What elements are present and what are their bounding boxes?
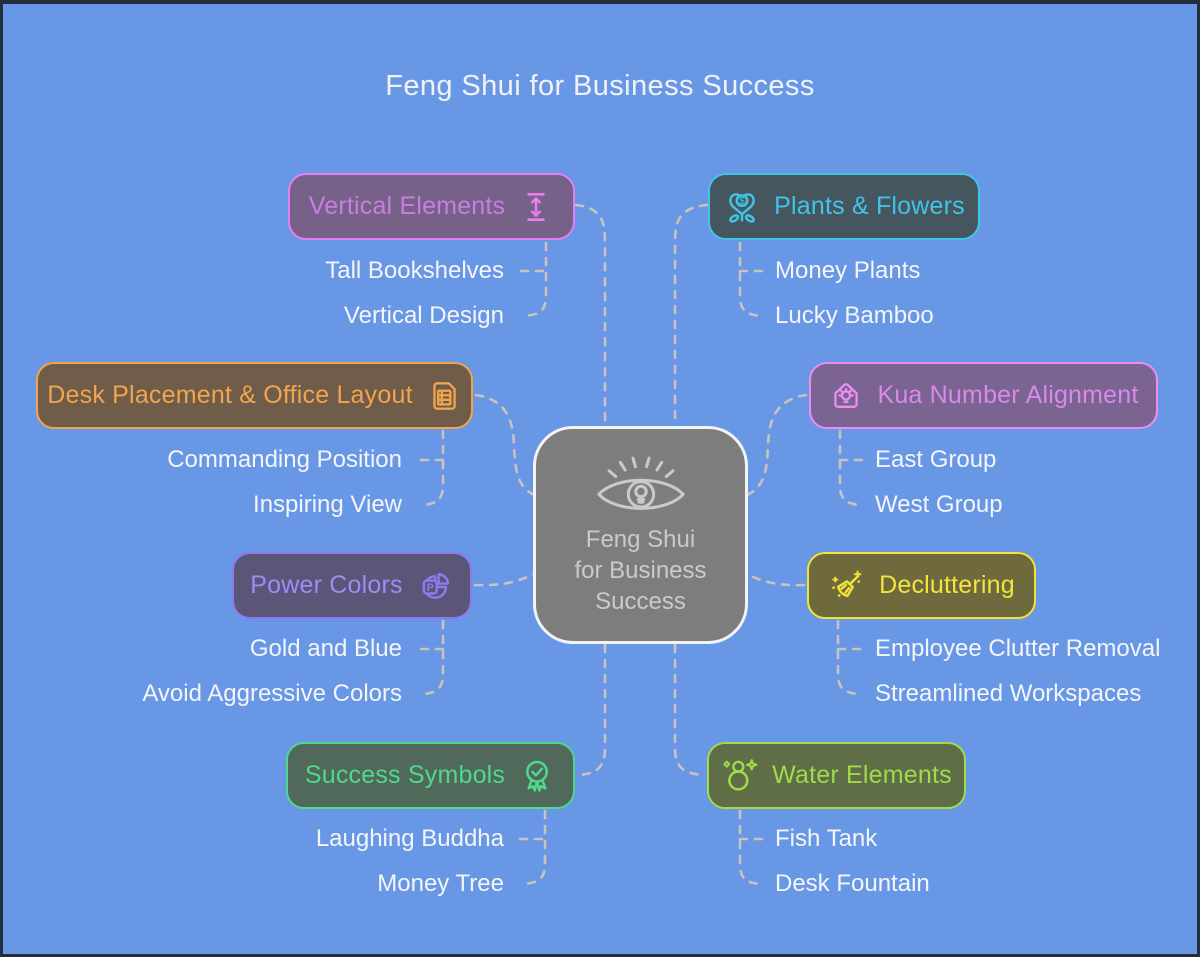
branch-node-water-elements[interactable]: Water Elements <box>707 742 966 809</box>
connector-center-power-colors <box>473 572 536 587</box>
subtopic-streamlined-workspaces[interactable]: Streamlined Workspaces <box>875 680 1142 707</box>
connector-center-vertical-elements <box>574 203 607 427</box>
diagram-title: Feng Shui for Business Success <box>385 70 815 102</box>
connector-center-water-elements <box>673 643 704 777</box>
subtopic-west-group[interactable]: West Group <box>875 491 1003 518</box>
subtopic-laughing-buddha[interactable]: Laughing Buddha <box>315 825 504 852</box>
connector-children-kua-number <box>838 429 863 507</box>
subtopic-fish-tank[interactable]: Fish Tank <box>775 825 878 852</box>
branch-label: Success Symbols <box>304 761 506 789</box>
ring-sparkle-icon <box>723 758 758 791</box>
connector-center-desk-placement <box>474 393 536 497</box>
subtopic-money-tree[interactable]: Money Tree <box>377 870 504 897</box>
subtopic-employee-clutter-removal[interactable]: Employee Clutter Removal <box>875 635 1161 662</box>
branch-label: Water Elements <box>772 761 952 789</box>
subtopic-gold-and-blue[interactable]: Gold and Blue <box>249 635 402 662</box>
branch-node-success-symbols[interactable]: Success Symbols <box>286 742 575 809</box>
connector-lines <box>419 203 864 886</box>
connector-children-power-colors <box>421 619 445 696</box>
subtopic-lucky-bamboo[interactable]: Lucky Bamboo <box>775 302 934 329</box>
eye-lightbulb-icon <box>596 456 685 510</box>
branch-label: Decluttering <box>879 571 1015 599</box>
connector-children-vertical-elements <box>522 241 548 318</box>
connector-children-decluttering <box>836 619 861 696</box>
connector-center-kua-number <box>745 393 808 497</box>
branch-node-vertical-elements[interactable]: Vertical Elements <box>288 173 575 240</box>
central-topic-line: Feng Shui <box>585 525 696 553</box>
branch-label: Vertical Elements <box>308 192 506 220</box>
money-plant-icon: $ <box>729 192 755 223</box>
branch-label: Desk Placement & Office Layout <box>47 381 413 409</box>
subtopic-tall-bookshelves[interactable]: Tall Bookshelves <box>325 257 504 284</box>
connector-center-plants-flowers <box>673 203 709 427</box>
branch-node-plants-flowers[interactable]: $ Plants & Flowers <box>708 173 980 240</box>
branch-node-decluttering[interactable]: Decluttering <box>807 552 1036 619</box>
central-topic-node[interactable]: Feng Shui for Business Success <box>533 426 748 644</box>
vertical-arrows-icon <box>527 192 545 221</box>
branch-node-power-colors[interactable]: Power Colors P <box>232 552 472 619</box>
connector-center-success-symbols <box>578 643 607 777</box>
svg-text:P: P <box>426 581 433 593</box>
subtopic-desk-fountain[interactable]: Desk Fountain <box>775 870 930 897</box>
broom-sparkle-icon <box>832 569 862 597</box>
document-grid-icon <box>433 381 456 410</box>
award-check-icon <box>526 760 549 792</box>
branch-node-desk-placement[interactable]: Desk Placement & Office Layout <box>36 362 473 429</box>
subtopic-inspiring-view[interactable]: Inspiring View <box>253 491 402 518</box>
branch-node-kua-number[interactable]: Kua Number Alignment <box>809 362 1158 429</box>
branch-label: Power Colors <box>250 571 403 599</box>
powerpoint-pie-icon: P <box>422 572 449 599</box>
subtopic-avoid-aggressive-colors[interactable]: Avoid Aggressive Colors <box>142 680 402 707</box>
subtopic-vertical-design[interactable]: Vertical Design <box>343 302 504 329</box>
connector-children-plants-flowers <box>738 241 764 318</box>
svg-text:$: $ <box>739 196 745 207</box>
branch-label: Kua Number Alignment <box>877 381 1139 409</box>
connector-children-water-elements <box>738 809 763 886</box>
central-topic-line: for Business <box>574 556 707 584</box>
branch-label: Plants & Flowers <box>774 192 965 220</box>
connector-center-decluttering <box>745 572 806 587</box>
connector-children-success-symbols <box>521 809 547 886</box>
house-lightbulb-icon <box>834 382 859 408</box>
central-topic-line: Success <box>595 587 686 615</box>
connector-children-desk-placement <box>420 429 445 507</box>
subtopic-money-plants[interactable]: Money Plants <box>775 257 921 284</box>
subtopic-east-group[interactable]: East Group <box>875 446 997 473</box>
subtopic-commanding-position[interactable]: Commanding Position <box>167 446 402 473</box>
